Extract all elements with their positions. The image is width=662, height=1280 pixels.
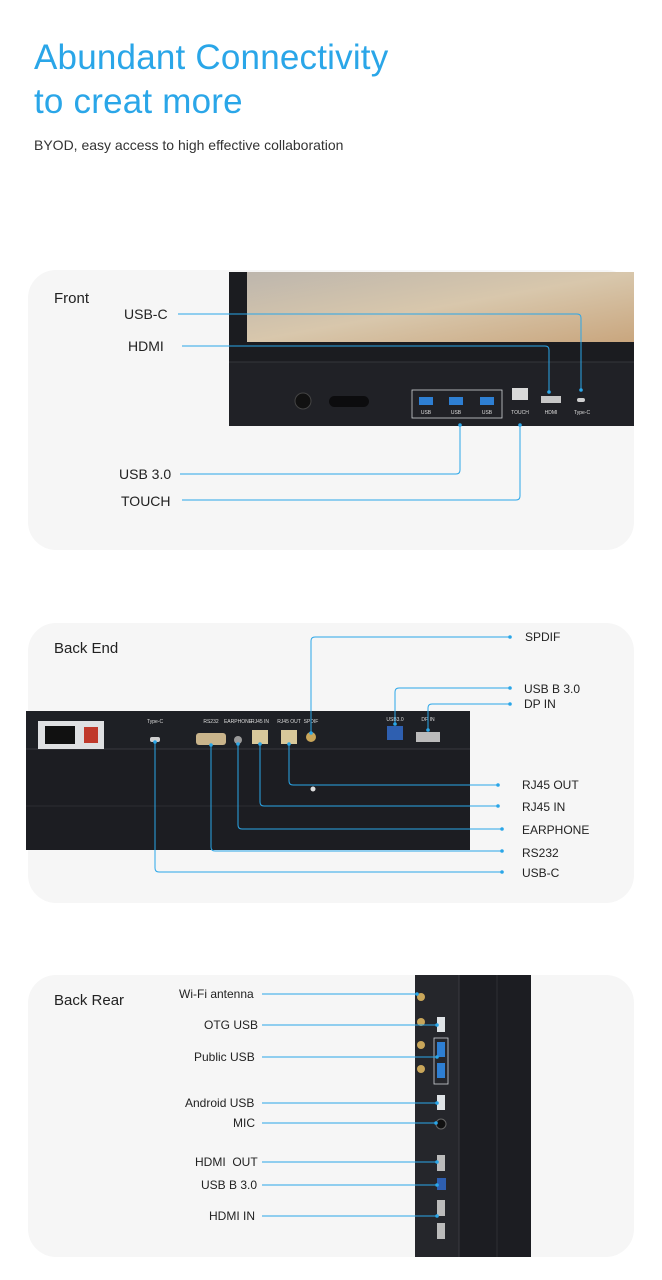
front-panel <box>28 270 634 550</box>
label-rj45-in: RJ45 IN <box>522 800 566 814</box>
label-mic: MIC <box>233 1116 255 1130</box>
title-line-1: Abundant Connectivity <box>34 38 389 77</box>
label-rear-usb-b30: USB B 3.0 <box>201 1178 258 1192</box>
page-subtitle: BYOD, easy access to high effective coll… <box>34 137 344 153</box>
back-rear-title: Back Rear <box>54 992 125 1009</box>
label-dp-in: DP IN <box>524 697 556 711</box>
page-title: Abundant Connectivity to creat more <box>34 36 388 124</box>
label-front-usb30: USB 3.0 <box>119 466 172 482</box>
back-end-panel <box>28 623 634 903</box>
title-line-2: to creat more <box>34 82 243 121</box>
label-back-usb-c: USB-C <box>522 866 560 880</box>
label-android-usb: Android USB <box>185 1096 255 1110</box>
label-rs232: RS232 <box>522 846 559 860</box>
label-rj45-out: RJ45 OUT <box>522 778 579 792</box>
label-otg-usb: OTG USB <box>204 1018 259 1032</box>
label-front-hdmi: HDMI <box>128 338 164 354</box>
back-rear-panel <box>28 975 634 1257</box>
label-hdmi-in: HDMI IN <box>209 1209 255 1223</box>
label-front-touch: TOUCH <box>121 493 171 509</box>
label-wifi-antenna: Wi-Fi antenna <box>179 987 254 1001</box>
back-end-title: Back End <box>54 640 119 657</box>
front-title: Front <box>54 290 90 307</box>
label-public-usb: Public USB <box>194 1050 255 1064</box>
label-front-usb-c: USB-C <box>124 306 168 322</box>
label-earphone: EARPHONE <box>522 823 590 837</box>
label-usb-b30: USB B 3.0 <box>524 682 581 696</box>
label-spdif: SPDIF <box>525 630 561 644</box>
label-hdmi-out: HDMI OUT <box>195 1155 258 1169</box>
